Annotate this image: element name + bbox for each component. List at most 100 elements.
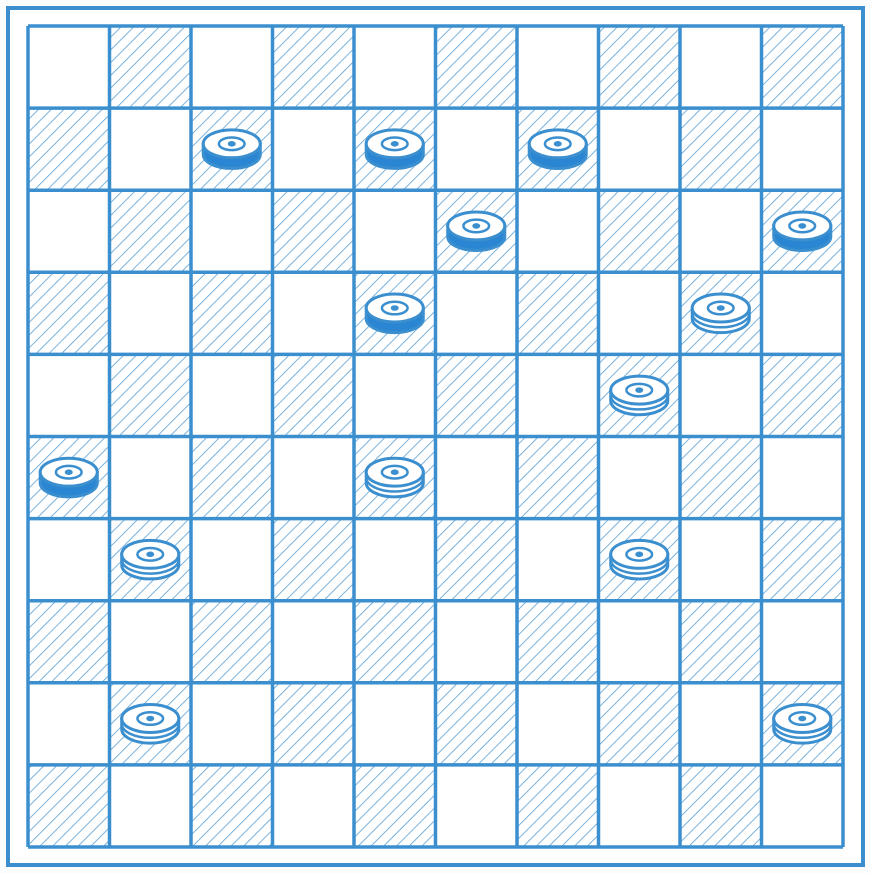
light-square[interactable] bbox=[354, 26, 436, 108]
light-square[interactable] bbox=[599, 272, 681, 354]
dark-square[interactable] bbox=[191, 437, 273, 519]
dark-square[interactable] bbox=[28, 108, 110, 190]
light-square[interactable] bbox=[28, 26, 110, 108]
light-square[interactable] bbox=[191, 26, 273, 108]
dark-square[interactable] bbox=[517, 601, 599, 683]
light-square[interactable] bbox=[110, 108, 192, 190]
light-square[interactable] bbox=[273, 601, 355, 683]
light-square[interactable] bbox=[680, 26, 762, 108]
light-square[interactable] bbox=[191, 354, 273, 436]
white-checker-piece[interactable] bbox=[611, 376, 668, 415]
dark-square[interactable] bbox=[273, 683, 355, 765]
light-square[interactable] bbox=[436, 272, 518, 354]
dark-square[interactable] bbox=[517, 272, 599, 354]
dark-square[interactable] bbox=[762, 519, 844, 601]
light-square[interactable] bbox=[436, 765, 518, 847]
light-square[interactable] bbox=[599, 601, 681, 683]
blue-checker-piece[interactable] bbox=[529, 130, 586, 169]
dark-square[interactable] bbox=[191, 765, 273, 847]
light-square[interactable] bbox=[599, 437, 681, 519]
dark-square[interactable] bbox=[680, 108, 762, 190]
light-square[interactable] bbox=[354, 519, 436, 601]
dark-square[interactable] bbox=[680, 765, 762, 847]
light-square[interactable] bbox=[762, 765, 844, 847]
dark-square[interactable] bbox=[273, 519, 355, 601]
dark-square[interactable] bbox=[517, 437, 599, 519]
dark-square[interactable] bbox=[28, 765, 110, 847]
light-square[interactable] bbox=[273, 108, 355, 190]
dark-square[interactable] bbox=[762, 26, 844, 108]
dark-square[interactable] bbox=[110, 354, 192, 436]
dark-square[interactable] bbox=[436, 683, 518, 765]
dark-square[interactable] bbox=[436, 26, 518, 108]
dark-square[interactable] bbox=[599, 190, 681, 272]
dark-square[interactable] bbox=[436, 354, 518, 436]
dark-square[interactable] bbox=[680, 601, 762, 683]
light-square[interactable] bbox=[517, 354, 599, 436]
dark-square[interactable] bbox=[599, 683, 681, 765]
light-square[interactable] bbox=[762, 272, 844, 354]
light-square[interactable] bbox=[110, 765, 192, 847]
dark-square[interactable] bbox=[273, 26, 355, 108]
light-square[interactable] bbox=[28, 354, 110, 436]
dark-square[interactable] bbox=[354, 601, 436, 683]
dark-square[interactable] bbox=[191, 272, 273, 354]
light-square[interactable] bbox=[680, 190, 762, 272]
light-square[interactable] bbox=[354, 190, 436, 272]
white-checker-piece[interactable] bbox=[122, 705, 179, 744]
light-square[interactable] bbox=[436, 437, 518, 519]
dark-square[interactable] bbox=[191, 601, 273, 683]
white-checker-piece[interactable] bbox=[774, 705, 831, 744]
dark-square[interactable] bbox=[436, 519, 518, 601]
light-square[interactable] bbox=[273, 437, 355, 519]
dark-square[interactable] bbox=[110, 190, 192, 272]
light-square[interactable] bbox=[517, 519, 599, 601]
dark-square[interactable] bbox=[354, 765, 436, 847]
light-square[interactable] bbox=[110, 437, 192, 519]
light-square[interactable] bbox=[191, 190, 273, 272]
blue-checker-piece[interactable] bbox=[366, 294, 423, 333]
light-square[interactable] bbox=[191, 683, 273, 765]
dark-square[interactable] bbox=[762, 354, 844, 436]
light-square[interactable] bbox=[28, 519, 110, 601]
white-checker-piece[interactable] bbox=[366, 458, 423, 497]
blue-checker-piece[interactable] bbox=[203, 130, 260, 169]
light-square[interactable] bbox=[28, 683, 110, 765]
dark-square[interactable] bbox=[28, 272, 110, 354]
light-square[interactable] bbox=[110, 601, 192, 683]
light-square[interactable] bbox=[354, 683, 436, 765]
dark-square[interactable] bbox=[28, 601, 110, 683]
light-square[interactable] bbox=[762, 108, 844, 190]
light-square[interactable] bbox=[517, 683, 599, 765]
dark-square[interactable] bbox=[273, 354, 355, 436]
light-square[interactable] bbox=[762, 601, 844, 683]
light-square[interactable] bbox=[517, 26, 599, 108]
dark-square[interactable] bbox=[599, 26, 681, 108]
dark-square[interactable] bbox=[680, 437, 762, 519]
dark-square[interactable] bbox=[517, 765, 599, 847]
dark-square[interactable] bbox=[110, 26, 192, 108]
light-square[interactable] bbox=[273, 765, 355, 847]
light-square[interactable] bbox=[436, 601, 518, 683]
light-square[interactable] bbox=[680, 354, 762, 436]
light-square[interactable] bbox=[436, 108, 518, 190]
light-square[interactable] bbox=[354, 354, 436, 436]
blue-checker-piece[interactable] bbox=[448, 212, 505, 251]
light-square[interactable] bbox=[680, 683, 762, 765]
light-square[interactable] bbox=[273, 272, 355, 354]
light-square[interactable] bbox=[599, 108, 681, 190]
light-square[interactable] bbox=[599, 765, 681, 847]
light-square[interactable] bbox=[28, 190, 110, 272]
light-square[interactable] bbox=[762, 437, 844, 519]
blue-checker-piece[interactable] bbox=[366, 130, 423, 169]
blue-checker-piece[interactable] bbox=[774, 212, 831, 251]
light-square[interactable] bbox=[680, 519, 762, 601]
white-checker-piece[interactable] bbox=[122, 540, 179, 579]
white-checker-piece[interactable] bbox=[611, 540, 668, 579]
light-square[interactable] bbox=[517, 190, 599, 272]
dark-square[interactable] bbox=[273, 190, 355, 272]
light-square[interactable] bbox=[110, 272, 192, 354]
blue-checker-piece[interactable] bbox=[40, 458, 97, 497]
light-square[interactable] bbox=[191, 519, 273, 601]
white-checker-piece[interactable] bbox=[692, 294, 749, 333]
